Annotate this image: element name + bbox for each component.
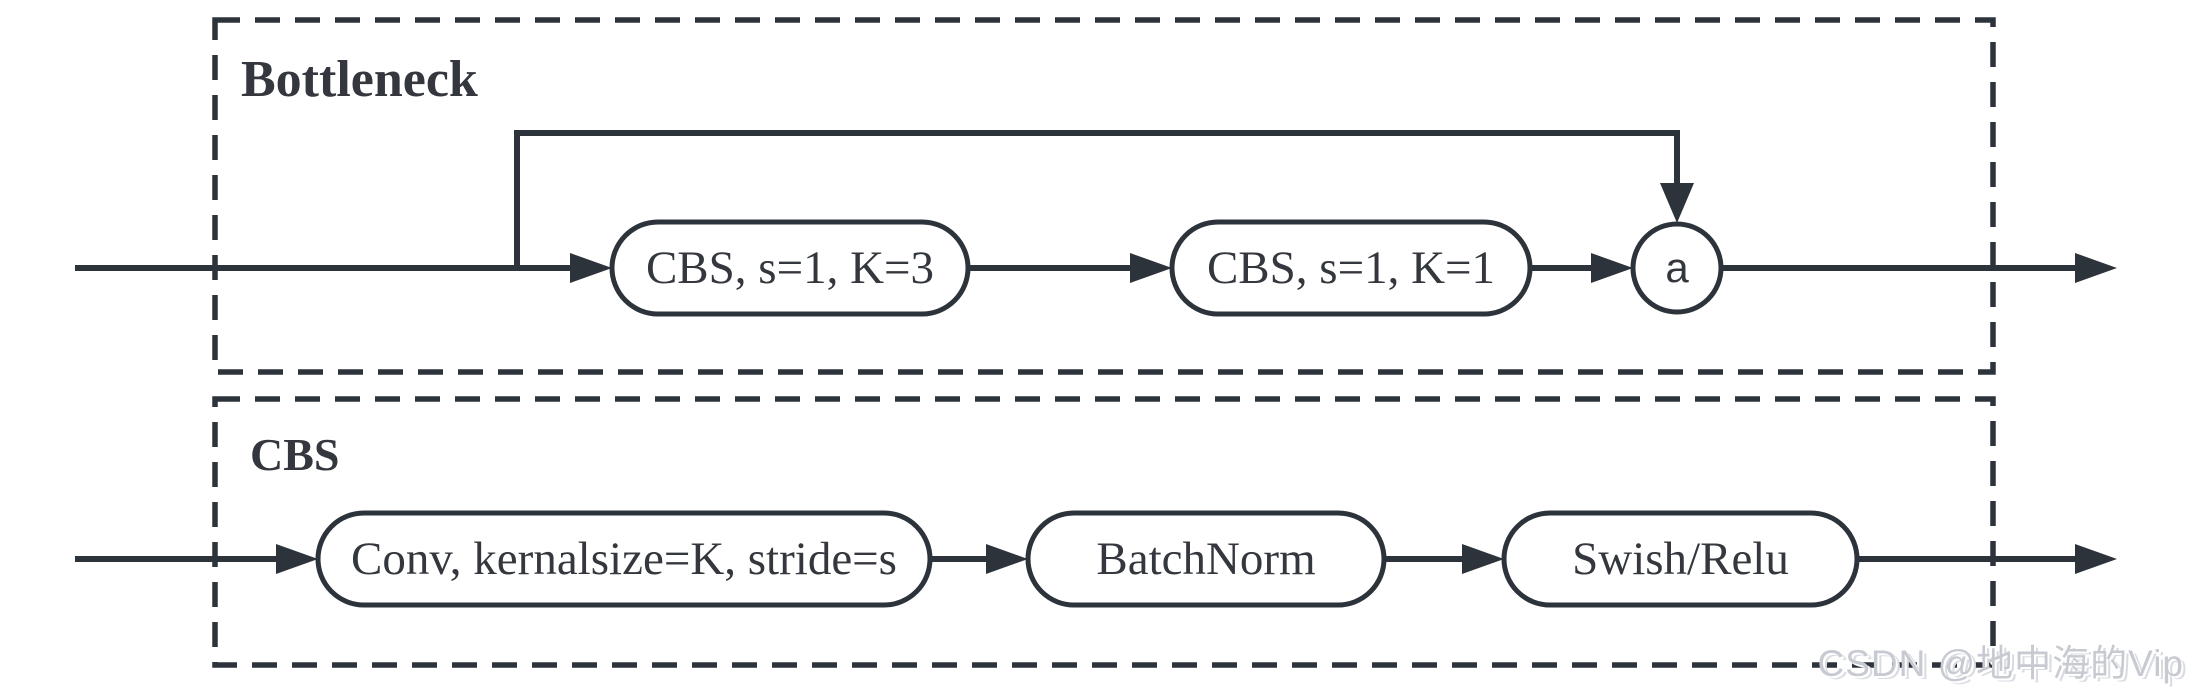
bottleneck-module-border <box>212 17 1996 375</box>
bottleneck-node-cbs-k1-label: CBS, s=1, K=1 <box>1206 241 1496 294</box>
cbs-module-border <box>212 396 1996 668</box>
bottleneck-input-arrowhead <box>570 253 612 283</box>
cbs-connector-arrowhead-2 <box>1462 544 1504 574</box>
bottleneck-connector-arrowhead-2 <box>1591 253 1633 283</box>
cbs-node-batchnorm-label: BatchNorm <box>1096 532 1316 585</box>
cbs-node-activation-label: Swish/Relu <box>1572 532 1789 585</box>
skip-connection-line <box>514 130 1680 271</box>
cbs-input-arrowhead <box>276 544 318 574</box>
cbs-connector-arrowhead-1 <box>986 544 1028 574</box>
cbs-title: CBS <box>250 429 340 480</box>
bottleneck-output-arrowhead <box>2075 253 2117 283</box>
csdn-watermark: CSDN @地中海的Vip <box>1817 643 2184 684</box>
cbs-output-arrowhead <box>2075 544 2117 574</box>
bottleneck-title: Bottleneck <box>241 51 478 108</box>
bottleneck-node-cbs-k3-label: CBS, s=1, K=3 <box>645 241 935 294</box>
add-node-label: a <box>1665 244 1689 291</box>
bottleneck-connector-arrowhead-1 <box>1130 253 1172 283</box>
skip-connection-arrowhead <box>1660 183 1694 223</box>
cbs-node-conv-label: Conv, kernalsize=K, stride=s <box>351 532 897 585</box>
